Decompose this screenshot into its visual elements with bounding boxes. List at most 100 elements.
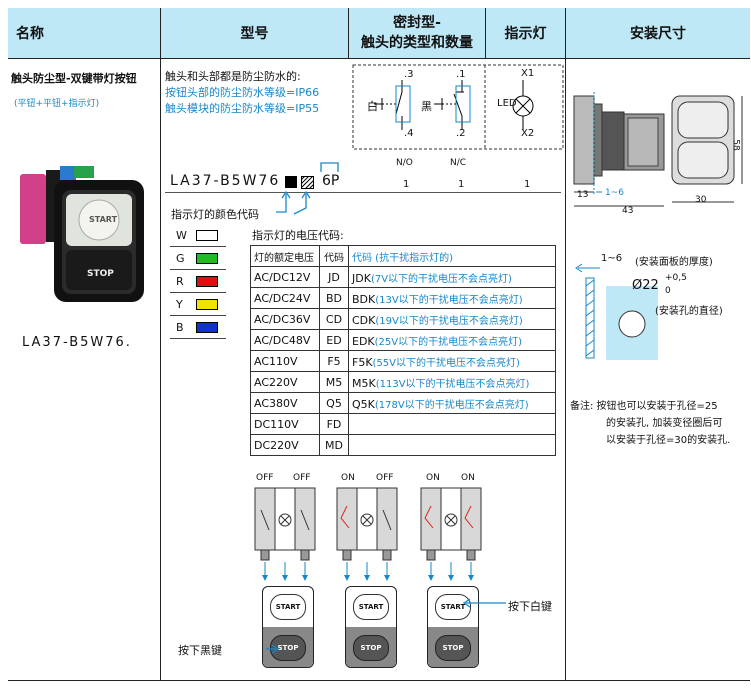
vt-code-k-note: (13V以下的干扰电压不会点亮灯) (375, 294, 523, 306)
color-code-b: B (176, 321, 184, 334)
dim-13: 13 (577, 190, 589, 200)
state1-label-b: OFF (293, 473, 311, 483)
vt-code: F5 (319, 350, 349, 372)
button-face-2-stop: STOP (353, 635, 389, 661)
vt-code: JD (319, 266, 349, 288)
state-on-off (336, 487, 398, 581)
state3-label-a: ON (426, 473, 440, 483)
color-row-g: G (170, 247, 226, 270)
contact-no-top: .3 (404, 69, 414, 80)
model-row-line (165, 192, 561, 193)
vt-header-code-k: 代码 (抗干扰指示灯的) (348, 245, 556, 267)
header-seal-line1: 密封型- (393, 15, 441, 31)
button-face-2: START STOP (345, 586, 397, 668)
vt-code-k-note: (113V以下的干扰电压不会点亮灯) (375, 378, 530, 390)
button-face-3-stop: STOP (435, 635, 471, 661)
header-seal-line2: 触头的类型和数量 (361, 35, 473, 51)
contact-nc-type: N/C (450, 158, 467, 168)
contact-white-label: 白 (367, 100, 378, 113)
model-code-suffix: 6P (322, 173, 340, 189)
product-photo-start: START (89, 215, 118, 224)
contact-black-label: 黑 (421, 100, 432, 113)
product-subtitle: (平钮+平钮+指示灯) (14, 99, 100, 109)
led-x2: X2 (521, 128, 535, 139)
header-model: 型号 (161, 8, 348, 58)
panel-range: 1~6 (601, 253, 623, 264)
dim-30: 30 (695, 195, 707, 205)
vt-code-k-value: F5K (352, 355, 373, 369)
vt-voltage: AC/DC36V (250, 308, 320, 330)
vt-voltage: AC380V (250, 392, 320, 414)
color-code-g: G (176, 252, 185, 265)
state3-label-b: ON (461, 473, 475, 483)
dim-58: 58 (730, 139, 741, 151)
press-arrows (266, 598, 506, 654)
button-face-3-start: START (435, 594, 471, 620)
vt-code-k: CDK(19V以下的干扰电压不会点亮灯) (348, 308, 556, 330)
dimension-drawing (573, 92, 743, 207)
color-swatch-r (196, 276, 218, 287)
protection-line2: 按钮头部的防尘防水等级=IP66 (165, 86, 320, 99)
panel-hole-drawing (575, 263, 658, 360)
vt-code: CD (319, 308, 349, 330)
led-symbol (512, 80, 534, 130)
hole-tol-bottom: 0 (665, 286, 671, 296)
col-divider-1 (160, 8, 161, 680)
vt-code-k-note: (19V以下的干扰电压不会点亮灯) (375, 315, 523, 327)
vt-code-k: Q5K(178V以下的干扰电压不会点亮灯) (348, 392, 556, 414)
color-row-w: W (170, 224, 226, 247)
vt-voltage: AC/DC24V (250, 287, 320, 309)
product-photo-stop: STOP (87, 269, 114, 279)
col-divider-4 (565, 8, 566, 680)
voltage-code-box (301, 176, 314, 189)
vt-voltage: AC220V (250, 371, 320, 393)
code-arrows (276, 190, 311, 215)
product-model-caption: LA37-B5W76. (22, 335, 132, 350)
header-install: 安装尺寸 (566, 8, 750, 58)
model-code-prefix: LA37-B5W76 (170, 173, 281, 189)
state-on-on (420, 487, 482, 581)
vt-code-k-note: (55V以下的干扰电压不会点亮灯) (372, 357, 520, 369)
contact-no-bottom: .4 (404, 128, 414, 139)
state-diagrams (254, 487, 482, 581)
state1-label-a: OFF (256, 473, 274, 483)
vt-header-voltage: 灯的额定电压 (250, 245, 320, 267)
button-face-1: START STOP (262, 586, 314, 668)
panel-note: (安装面板的厚度) (635, 257, 713, 268)
vt-code: Q5 (319, 392, 349, 414)
vt-code-k-value: Q5K (352, 397, 375, 411)
vt-code-k-value: BDK (352, 292, 376, 306)
vt-code-k-value: CDK (352, 313, 376, 327)
bracket-6p (320, 162, 339, 172)
state2-label-a: ON (341, 473, 355, 483)
header-seal: 密封型- 触头的类型和数量 (349, 8, 485, 58)
press-white-label: 按下白键 (508, 600, 552, 613)
vt-voltage: DC110V (250, 413, 320, 435)
button-face-1-start: START (270, 594, 306, 620)
product-photo (20, 166, 144, 302)
header-bottom-border (8, 58, 750, 59)
contact-no-type: N/O (396, 158, 413, 168)
color-swatch-g (196, 253, 218, 264)
vt-code-k: JDK(7V以下的干扰电压不会点亮灯) (348, 266, 556, 288)
color-code-r: R (176, 275, 184, 288)
vt-voltage: AC/DC12V (250, 266, 320, 288)
color-swatch-w (196, 230, 218, 241)
install-note-line3: 以安装于孔径=30的安装孔. (606, 435, 731, 446)
vt-code-k: M5K(113V以下的干扰电压不会点亮灯) (348, 371, 556, 393)
vt-code-k-value: M5K (352, 376, 376, 390)
install-note-line2: 的安装孔, 加装变径圈后可 (606, 418, 723, 429)
install-note-line1: 备注: 按钮也可以安装于孔径=25 (570, 401, 718, 412)
hole-tol-top: +0,5 (665, 273, 687, 283)
button-face-3: START STOP (427, 586, 479, 668)
vt-code: MD (319, 434, 349, 456)
button-face-1-stop: STOP (270, 635, 306, 661)
color-row-y: Y (170, 293, 226, 316)
vt-code-k: F5K(55V以下的干扰电压不会点亮灯) (348, 350, 556, 372)
